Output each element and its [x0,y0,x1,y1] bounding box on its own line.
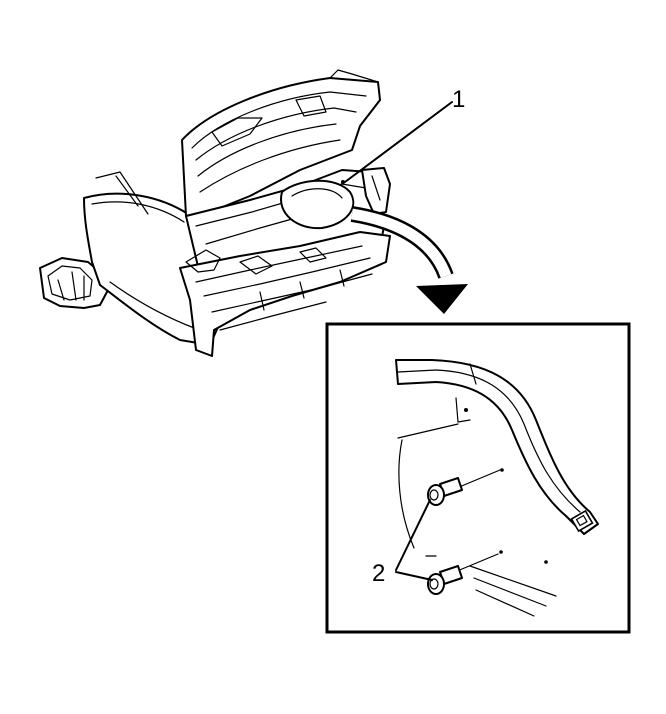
detail-view [325,322,631,634]
vehicle-rear-body [39,69,391,357]
callout-number-2: 2 [372,560,386,587]
callout-number-1: 1 [452,86,466,113]
detail-arrow [350,206,468,314]
callout-1-leader [344,101,453,183]
